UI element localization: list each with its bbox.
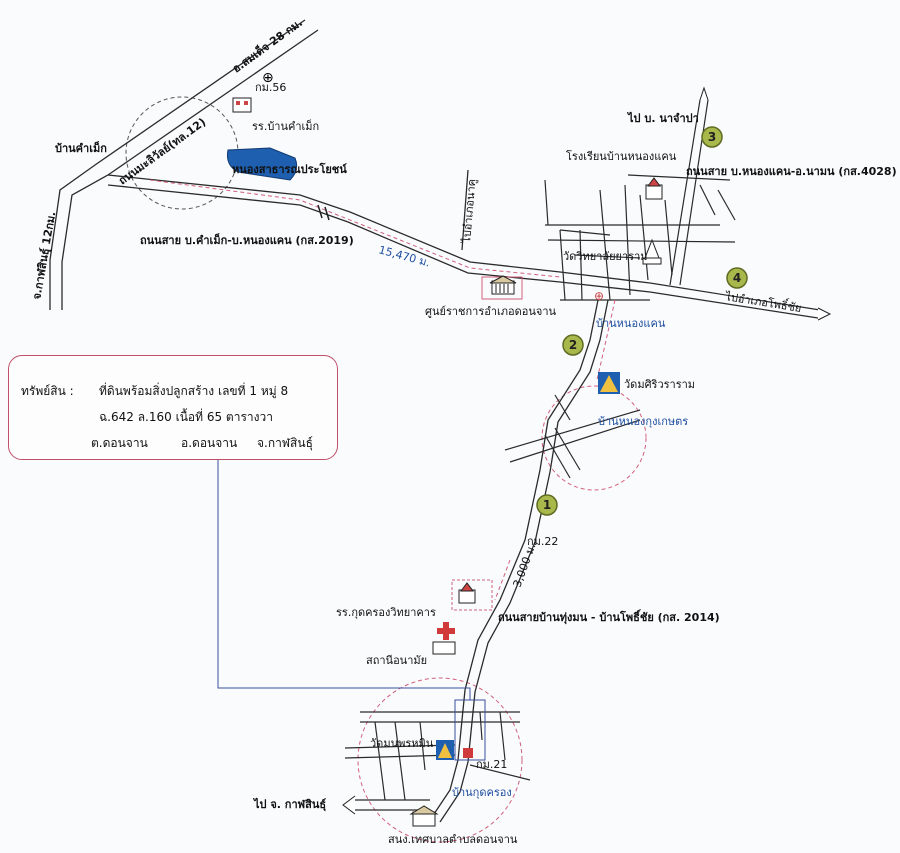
marker-1-label: 1 <box>543 498 551 512</box>
temple-icon <box>436 740 454 760</box>
temple-icon <box>642 238 662 265</box>
marker-1: 1 <box>536 494 558 516</box>
label-km21: กม.21 <box>476 758 507 771</box>
label-ban-kham-muek: บ้านคำเม็ก <box>55 141 107 155</box>
asset-info-box: ทรัพย์สิน : ที่ดินพร้อมสิ่งปลูกสร้าง เลข… <box>8 355 338 460</box>
road-2019 <box>107 174 651 293</box>
property-box-school <box>451 579 493 611</box>
label-kalasin-12: จ.กาฬสินธุ์ 12กม. <box>30 210 59 300</box>
asset-connector-line <box>217 460 471 700</box>
label-to-na-khu: ไปอำเภอนาคู <box>460 178 479 244</box>
pond-shape <box>227 147 298 181</box>
marker-3: 3 <box>701 126 723 148</box>
label-road-2014: ถนนสายบ้านทุ่งมน - บ้านโพธิ์ชัย (กส. 201… <box>498 609 720 625</box>
nong-kung-streets <box>504 394 641 479</box>
asset-line-2: ฉ.642 ล.160 เนื้อที่ 65 ตารางวา <box>99 410 273 424</box>
label-road-4028: ถนนสาย บ.หนองแคน-อ.นามน (กส.4028) <box>686 165 897 178</box>
property-marker-icon <box>463 748 473 758</box>
km-post-icon: ⊕ <box>594 289 604 303</box>
label-ban-nong-kung: บ้านหนองกุงเกษตร <box>598 415 688 428</box>
route-dashed-south-2 <box>494 559 511 601</box>
school-icon <box>458 582 476 604</box>
marker-2-label: 2 <box>569 338 577 352</box>
label-school-nong-khaen: โรงเรียนบ้านหนองแคน <box>566 149 677 163</box>
government-building-icon <box>489 275 517 295</box>
route-dashed-2019 <box>149 179 561 278</box>
asset-title: ทรัพย์สิน : <box>21 384 74 398</box>
label-km22: กม.22 <box>527 535 558 548</box>
marker-4-label: 4 <box>733 271 741 285</box>
label-ampho-somdet: อ.สมเด็จ 28 กม. <box>230 15 306 75</box>
asset-line-3-subdistrict: ต.ดอนจาน <box>91 436 148 450</box>
label-to-kalasin: ไป จ. กาฬสินธุ์ <box>252 797 326 812</box>
label-road-12: ถนนมะลิวัลย์(ทล.12) <box>116 115 208 187</box>
label-road-2019: ถนนสาย บ.คำเม็ก-บ.หนองแคน (กส.2019) <box>140 233 354 247</box>
temple-icon <box>598 372 620 394</box>
area-circle-kut-khrong <box>357 677 523 843</box>
to-pho-chai-arrow <box>817 307 832 321</box>
asset-line-1: ที่ดินพร้อมสิ่งปลูกสร้าง เลขที่ 1 หมู่ 8 <box>99 384 289 398</box>
marker-4: 4 <box>726 267 748 289</box>
label-to-pho-chai: ไปอำเภอโพธิ์ชัย <box>724 288 803 315</box>
label-ban-nong-khaen: บ้านหนองแคน <box>596 317 666 330</box>
label-school-kut-khrong: รร.กุดครองวิทยาคาร <box>336 606 436 619</box>
to-kalasin-arrow <box>342 795 356 815</box>
label-health-station: สถานีอนามัย <box>366 654 427 667</box>
area-circle-nong-kung <box>541 385 647 491</box>
label-km56: กม.56 <box>255 81 286 94</box>
to-na-champa-arrow <box>699 86 709 101</box>
label-school-kham-muek: รร.บ้านคำเม็ก <box>252 119 319 133</box>
label-municipal-office: สนง.เทศบาลตำบลดอนจาน <box>388 833 518 846</box>
government-building-icon <box>409 805 439 827</box>
label-dist-15470: 15,470 ม. <box>377 243 431 269</box>
route-dashed-south <box>596 299 616 381</box>
label-pond: หนองสาธารณประโยชน์ <box>232 162 347 176</box>
highway-12 <box>49 19 319 310</box>
label-ban-kut-khrong: บ้านกุดครอง <box>452 786 512 799</box>
road-na-khu <box>461 169 469 251</box>
label-wat-don-chan: วัดมนพรหมิน <box>370 737 434 750</box>
label-wat-siriwararam: วัดมศิริวราราม <box>624 378 695 391</box>
school-icon <box>232 97 252 113</box>
label-wat-nong-khaen: วัดวิทยาลัยยาราม <box>563 250 648 263</box>
asset-line-3-district: อ.ดอนจาน <box>181 436 238 450</box>
asset-line-3-province: จ.กาฬสินธุ์ <box>257 436 313 450</box>
school-icon <box>645 177 663 200</box>
label-district-office: ศูนย์ราชการอำเภอดอนจาน <box>425 305 557 318</box>
marker-3-label: 3 <box>708 130 716 144</box>
label-to-na-champa: ไป บ. นาจำปา <box>626 111 699 125</box>
marker-2: 2 <box>562 334 584 356</box>
health-cross-icon <box>432 622 456 655</box>
km-post-icon: ⊕ <box>262 70 274 86</box>
nong-khaen-street-grid <box>544 99 821 319</box>
road-2014 <box>429 299 609 823</box>
